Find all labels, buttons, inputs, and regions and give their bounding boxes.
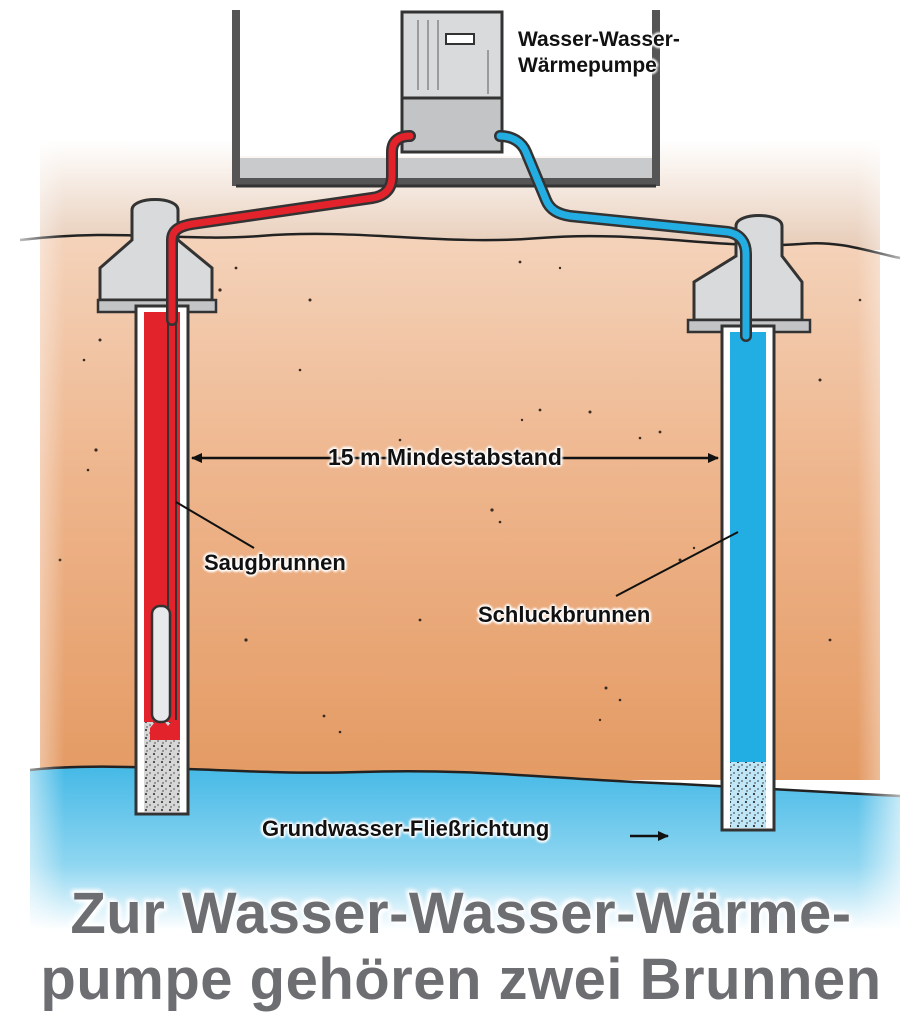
title-line1: Zur Wasser-Wasser-Wärme- xyxy=(70,881,852,946)
injection-well-label: Schluckbrunnen xyxy=(478,602,651,627)
heat-pump-label-line1: Wasser-Wasser- xyxy=(518,28,680,51)
groundwater-flow-label: Grundwasser-Fließrichtung xyxy=(262,816,550,841)
heat-pump-unit xyxy=(400,10,504,154)
heat-pump-label-line2: Wärmepumpe xyxy=(518,54,657,77)
suction-well xyxy=(96,198,218,816)
suction-well-label: Saugbrunnen xyxy=(204,550,346,575)
distance-label: 15 m Mindestabstand xyxy=(328,444,562,470)
injection-leader-line xyxy=(615,531,739,597)
title-line2: pumpe gehören zwei Brunnen xyxy=(40,947,882,1012)
suction-leader-line xyxy=(175,501,255,549)
